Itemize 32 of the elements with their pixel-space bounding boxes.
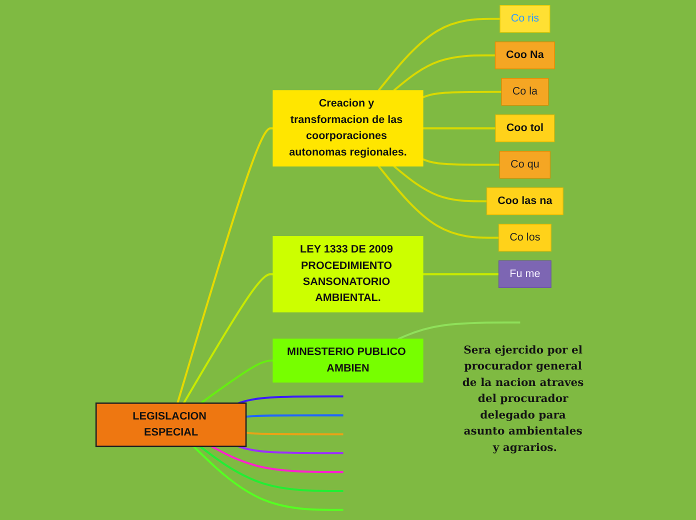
node-box: Co ris xyxy=(500,5,550,33)
node-box: Coo las na xyxy=(486,187,564,216)
node-box: LEGISLACION ESPECIAL xyxy=(95,402,247,448)
connector xyxy=(393,54,496,92)
node-box: Co la xyxy=(501,78,549,106)
node-box: LEY 1333 DE 2009 PROCEDIMIENTO SANSONATORIO AMBIENTAL. xyxy=(272,236,424,312)
connector xyxy=(422,127,496,130)
node-box: Coo tol xyxy=(495,114,555,142)
connector xyxy=(246,414,344,418)
connector xyxy=(211,446,344,474)
node-box: MINESTERIO PUBLICO AMBIEN xyxy=(272,338,424,383)
connector xyxy=(422,90,502,98)
node-box: Coo Na xyxy=(494,42,555,70)
connector xyxy=(182,273,274,404)
connector xyxy=(176,127,274,404)
connector xyxy=(422,273,499,276)
node-box: Co los xyxy=(498,224,552,252)
connector xyxy=(246,432,344,436)
connector xyxy=(422,158,500,166)
connector xyxy=(393,165,487,202)
connector xyxy=(238,395,344,404)
node-box: Creacion y transformacion de las coorporaciones autonomas regionales. xyxy=(272,90,424,166)
connector xyxy=(200,360,274,404)
connector xyxy=(199,446,344,492)
connector xyxy=(398,321,520,340)
node-label: Sera ejercido por el procurador general de la nacion atraves del procurador delegado para asunto ambientales y agrarios. xyxy=(462,343,584,454)
connector xyxy=(238,445,344,454)
connector xyxy=(378,18,500,92)
connector xyxy=(192,446,344,511)
connector xyxy=(378,166,499,239)
node-box: Fu me xyxy=(498,260,552,288)
node-box: Co qu xyxy=(499,150,550,179)
